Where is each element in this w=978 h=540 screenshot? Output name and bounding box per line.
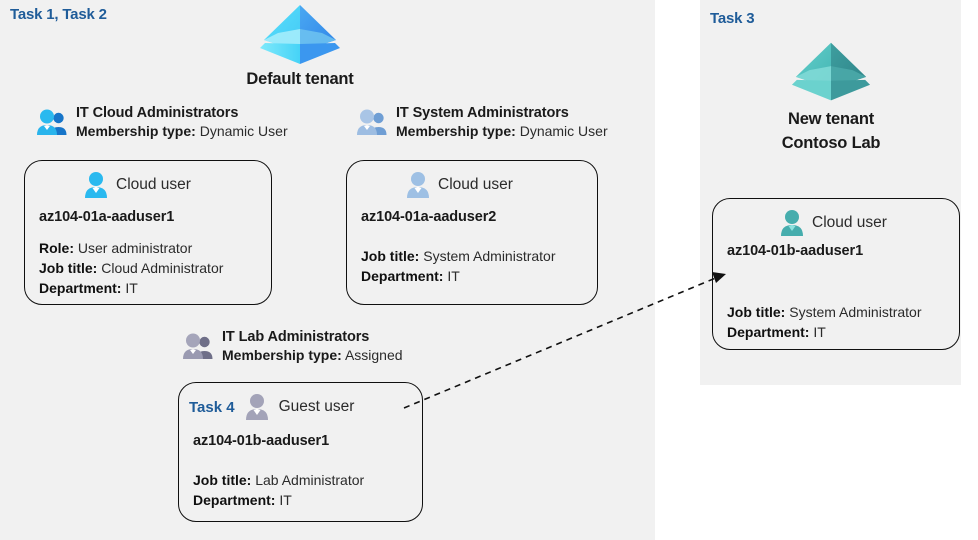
user-attributes: Role: User administrator Job title: Clou… [25, 225, 271, 299]
group-name: IT Lab Administrators [222, 329, 370, 345]
group-membership-type: Membership type: Assigned [222, 347, 403, 365]
card-header: Cloud user [713, 199, 959, 241]
task-label-3: Task 3 [710, 10, 755, 27]
attr-value: Cloud Administrator [101, 259, 224, 276]
task-label-4: Task 4 [189, 398, 235, 416]
user-card-az104-01a-aaduser1[interactable]: Cloud user az104-01a-aaduser1 Role: User… [24, 160, 272, 305]
attr-department: Department: IT [361, 267, 597, 287]
card-header: Task 4 Guest user [179, 383, 422, 425]
group-it-system-administrators: IT System Administrators Membership type… [356, 104, 608, 140]
user-type-label: Cloud user [812, 214, 887, 231]
default-tenant-block: Default tenant [210, 2, 390, 89]
azure-ad-tenant-icon [791, 42, 871, 101]
attr-label: Department: [39, 279, 122, 296]
attr-job-title: Job title: Cloud Administrator [39, 259, 271, 279]
user-attributes: Job title: Lab Administrator Department:… [179, 449, 422, 511]
user-principal-name: az104-01b-aaduser1 [193, 433, 330, 449]
attr-value: System Administrator [789, 304, 922, 320]
group-membership-label: Membership type: [396, 122, 516, 139]
attr-label: Department: [361, 267, 444, 284]
attr-label: Role: [39, 240, 74, 256]
user-principal-name: az104-01a-aaduser1 [39, 209, 175, 225]
task-label-1-2: Task 1, Task 2 [10, 6, 107, 23]
group-users-icon [183, 333, 213, 359]
new-tenant-block: New tenant Contoso Lab [726, 38, 936, 156]
new-tenant-name-line2: Contoso Lab [781, 133, 881, 152]
group-it-lab-administrators: IT Lab Administrators Membership type: A… [182, 328, 403, 364]
group-membership-label: Membership type: [76, 122, 196, 139]
attr-value: Lab Administrator [255, 472, 365, 488]
user-type-label: Cloud user [438, 176, 513, 193]
user-card-az104-01a-aaduser2[interactable]: Cloud user az104-01a-aaduser2 Job title:… [346, 160, 598, 305]
attr-value: IT [279, 491, 292, 508]
group-membership-type: Membership type: Dynamic User [396, 123, 608, 141]
user-attributes: Job title: System Administrator Departme… [713, 259, 959, 343]
default-tenant-name: Default tenant [246, 70, 354, 88]
user-card-guest-az104-01b-aaduser1[interactable]: Task 4 Guest user az104-01b-aaduser1 Job… [178, 382, 423, 522]
attr-value: IT [813, 323, 826, 340]
attr-value: User administrator [77, 240, 193, 256]
group-membership-value: Dynamic User [519, 122, 608, 139]
user-principal-name: az104-01b-aaduser1 [727, 243, 864, 259]
attr-label: Job title: [727, 304, 786, 320]
cloud-user-icon [85, 172, 107, 198]
attr-value: System Administrator [423, 248, 556, 264]
attr-department: Department: IT [39, 279, 271, 299]
user-type-label: Cloud user [116, 176, 191, 193]
group-it-cloud-administrators: IT Cloud Administrators Membership type:… [36, 104, 288, 140]
group-membership-value: Assigned [344, 346, 403, 363]
group-users-icon [37, 109, 67, 135]
attr-role: Role: User administrator [39, 239, 271, 259]
default-tenant-panel [0, 0, 655, 540]
group-membership-type: Membership type: Dynamic User [76, 123, 288, 141]
attr-job-title: Job title: Lab Administrator [193, 471, 422, 491]
group-membership-value: Dynamic User [199, 122, 288, 139]
user-principal-name: az104-01a-aaduser2 [361, 209, 497, 225]
attr-department: Department: IT [193, 491, 422, 511]
guest-user-icon [245, 394, 268, 420]
group-membership-label: Membership type: [222, 346, 342, 363]
attr-label: Job title: [361, 248, 420, 264]
attr-value: IT [447, 267, 460, 284]
user-type-label: Guest user [278, 398, 355, 415]
attr-label: Department: [727, 323, 810, 340]
card-header: Cloud user [25, 161, 271, 203]
attr-job-title: Job title: System Administrator [727, 303, 959, 323]
group-name: IT System Administrators [396, 105, 569, 121]
attr-label: Job title: [39, 259, 98, 276]
attr-value: IT [125, 279, 138, 296]
group-name: IT Cloud Administrators [76, 105, 239, 121]
user-card-new-tenant-az104-01b-aaduser1[interactable]: Cloud user az104-01b-aaduser1 Job title:… [712, 198, 960, 350]
card-header: Cloud user [347, 161, 597, 203]
group-users-icon [357, 109, 387, 135]
user-attributes: Job title: System Administrator Departme… [347, 225, 597, 287]
attr-job-title: Job title: System Administrator [361, 247, 597, 267]
cloud-user-icon [407, 172, 429, 198]
cloud-user-icon [781, 210, 803, 236]
attr-label: Job title: [193, 472, 252, 488]
azure-ad-tenant-icon [260, 5, 340, 64]
attr-label: Department: [193, 491, 276, 508]
new-tenant-name-line1: New tenant [787, 110, 874, 128]
attr-department: Department: IT [727, 323, 959, 343]
